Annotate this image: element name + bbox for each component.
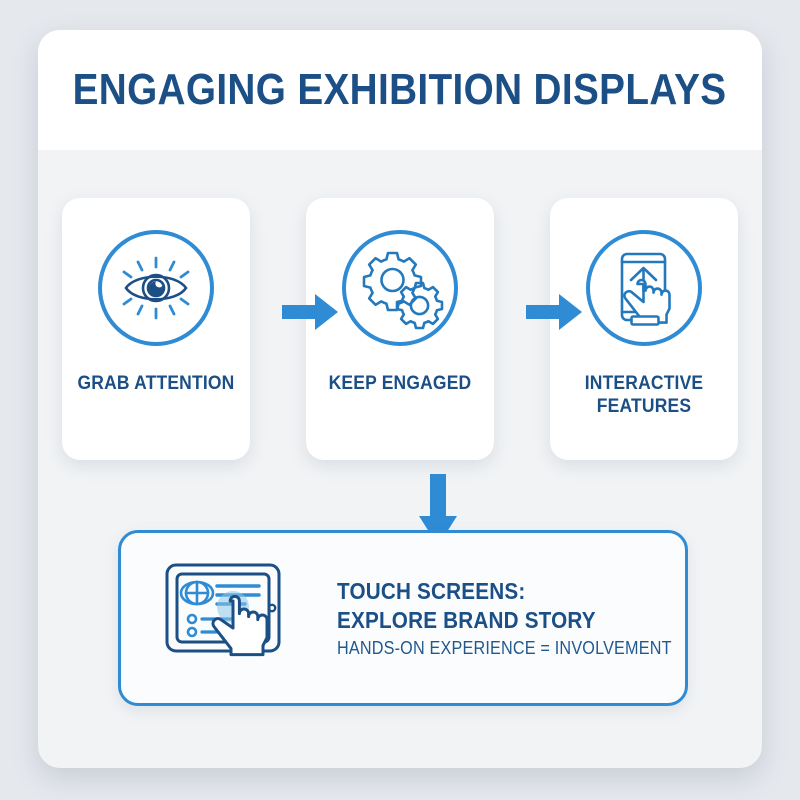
touch-screens-banner[interactable]: TOUCH SCREENS: EXPLORE BRAND STORY HANDS…	[118, 530, 688, 706]
steps-row: GRAB ATTENTION KEEP ENGAGED	[62, 198, 738, 460]
step-label-line: KEEP ENGAGED	[328, 373, 472, 394]
arrow-right-icon	[282, 294, 338, 330]
step-card-label: GRAB ATTENTION	[75, 372, 237, 395]
step-card-label: KEEP ENGAGED	[319, 372, 481, 395]
banner-headline-line2: EXPLORE BRAND STORY	[337, 606, 596, 633]
arrow-right-icon	[526, 294, 582, 330]
gears-icon	[342, 230, 458, 346]
step-label-line: GRAB ATTENTION	[77, 373, 235, 394]
banner-headline-line1: TOUCH SCREENS:	[337, 578, 526, 605]
step-label-line: INTERACTIVE	[584, 373, 704, 394]
step-label-line: FEATURES	[596, 396, 692, 418]
step-card-interactive-features[interactable]: INTERACTIVE FEATURES	[550, 198, 738, 460]
header-band: ENGAGING EXHIBITION DISPLAYS	[38, 30, 762, 150]
step-card-keep-engaged[interactable]: KEEP ENGAGED	[306, 198, 494, 460]
tablet-touch-icon	[165, 563, 281, 657]
banner-subline: HANDS-ON EXPERIENCE = INVOLVEMENT	[337, 637, 672, 658]
main-panel: ENGAGING EXHIBITION DISPLAYS	[38, 30, 762, 768]
page-title: ENGAGING EXHIBITION DISPLAYS	[73, 65, 727, 114]
step-card-grab-attention[interactable]: GRAB ATTENTION	[62, 198, 250, 460]
step-card-label: INTERACTIVE FEATURES	[563, 372, 725, 418]
arrow-down-icon	[419, 474, 457, 546]
phone-touch-icon	[586, 230, 702, 346]
banner-text-block: TOUCH SCREENS: EXPLORE BRAND STORY HANDS…	[337, 577, 709, 658]
eye-icon	[98, 230, 214, 346]
